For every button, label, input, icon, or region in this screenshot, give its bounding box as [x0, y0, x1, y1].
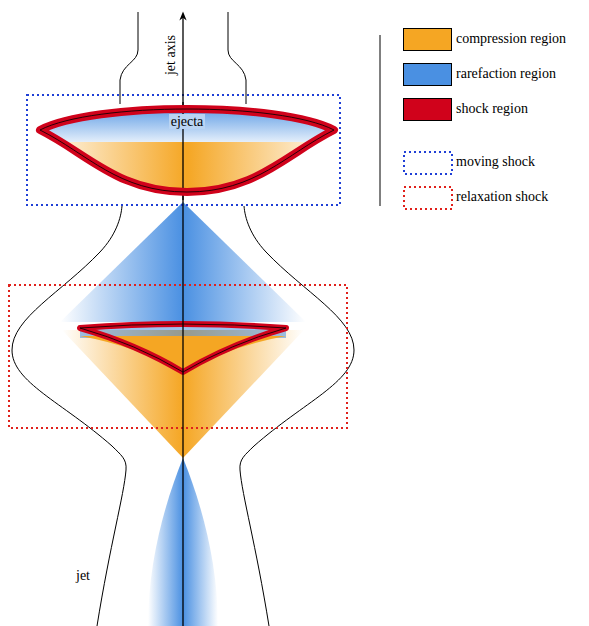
jet-outline	[12, 12, 354, 626]
region-label: ejecta	[169, 114, 206, 129]
legend-swatch	[403, 28, 452, 51]
legend-item: compression region	[403, 28, 587, 52]
jet-label: jet	[76, 568, 90, 584]
compression-fill	[34, 102, 340, 200]
relaxation-shock-box	[9, 285, 347, 428]
shock-outline	[40, 109, 334, 192]
legend-item: shock region	[403, 98, 587, 122]
legend-text: relaxation shock	[456, 189, 548, 205]
legend-rule	[380, 35, 381, 206]
legend-swatch	[403, 63, 452, 86]
ejecta-lens: ejecta	[34, 102, 340, 200]
node-text-holder: ejecta	[34, 114, 340, 130]
legend-item: relaxation shock	[403, 186, 587, 210]
moving-shock-box	[27, 95, 340, 205]
axis-label: jet axis	[163, 35, 179, 75]
legend-dotted-sample	[403, 186, 453, 210]
legend-dotted-sample	[403, 151, 453, 175]
legend-swatch	[403, 98, 452, 121]
legend-item: moving shock	[403, 151, 587, 175]
legend-text: compression region	[456, 31, 566, 47]
legend-text: shock region	[456, 101, 528, 117]
shock-region	[40, 109, 334, 192]
legend-item: rarefaction region	[403, 63, 587, 87]
legend-text: rarefaction region	[456, 66, 556, 82]
legend-text: moving shock	[456, 154, 535, 170]
